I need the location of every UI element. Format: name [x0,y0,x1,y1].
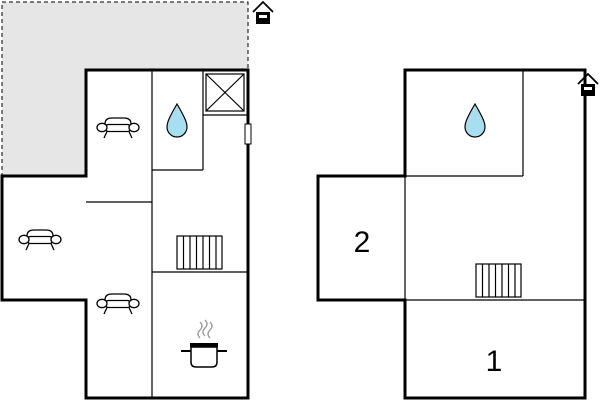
radiator-icon [475,263,522,298]
upper-floor-plan: 2 1 [316,68,599,400]
ground-floor-plan [0,1,274,400]
bedroom-label: 1 [486,345,503,378]
water-drop-icon [464,102,486,138]
sofa-icon [96,293,140,315]
door-marker-icon [244,123,252,145]
stair-void-icon [205,73,245,112]
sofa-icon [96,117,140,139]
upper-floor-walls [316,68,587,400]
ground-floor-walls [0,68,250,400]
entrance-icon [252,1,274,25]
entrance-icon [577,73,599,97]
sofa-icon [18,229,62,251]
cooking-pot-icon [181,319,227,368]
bedroom-label: 2 [354,226,371,259]
water-drop-icon [166,102,188,138]
radiator-icon [176,235,223,270]
